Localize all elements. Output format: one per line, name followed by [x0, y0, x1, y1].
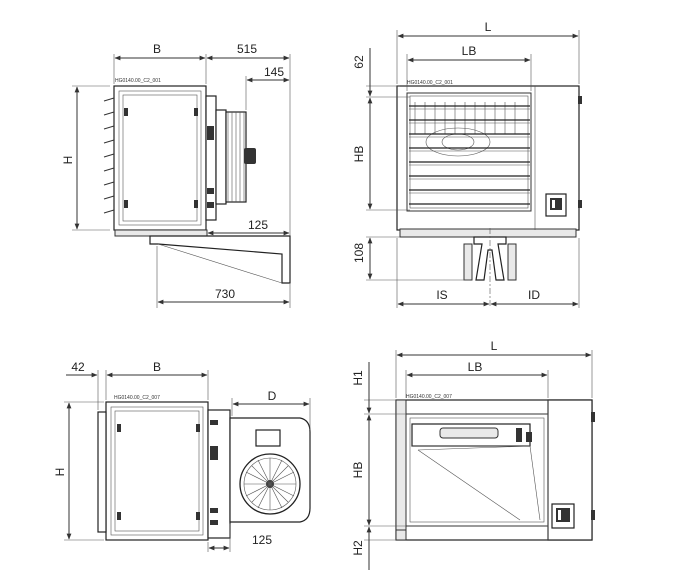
dimension-h2: H2	[351, 540, 365, 556]
centrifugal-fan-icon	[229, 417, 311, 523]
dimension-is: IS	[436, 288, 447, 302]
hinge-icon	[194, 108, 198, 116]
dimension-d: D	[268, 389, 277, 403]
dimension-l: L	[491, 339, 498, 353]
dimension-h1: H1	[351, 370, 365, 386]
cabinet-body	[105, 401, 209, 541]
dimension-145: 145	[264, 65, 284, 79]
drawing-code: HG0140.00_C2_007	[114, 395, 160, 401]
drawing-code: HG0140.00_C2_007	[406, 394, 452, 400]
dimension-730: 730	[215, 287, 235, 301]
door-latch-icon	[117, 512, 121, 520]
dimension-515: 515	[237, 42, 257, 56]
dimension-h: H	[53, 468, 67, 477]
dimension-108: 108	[352, 243, 366, 263]
fan-blade-icon	[425, 127, 491, 157]
dimension-hb: HB	[351, 462, 365, 479]
view-side-axial: HG0140.00_C2_001 B 515 145 H 125 730	[61, 42, 291, 308]
hinge-icon	[194, 200, 198, 208]
dimension-lb: LB	[462, 44, 477, 58]
dimension-b: B	[153, 42, 161, 56]
dimension-lb: LB	[468, 360, 483, 374]
dimension-125: 125	[248, 218, 268, 232]
fan-grille	[414, 102, 516, 134]
louvre-blades	[409, 105, 530, 205]
dimension-l: L	[485, 20, 492, 34]
dimension-42: 42	[71, 360, 85, 374]
dimension-b: B	[153, 360, 161, 374]
axial-fan-icon	[215, 109, 256, 205]
dimension-hb: HB	[352, 146, 366, 163]
drawing-code: HG0140.00_C2_001	[115, 78, 161, 84]
cabinet-base	[114, 229, 208, 237]
wall-bracket	[149, 235, 291, 284]
hinge-icon	[196, 424, 200, 432]
view-front-open: HG0140.00_C2_007 L LB H1 HB H2	[351, 339, 595, 570]
louvre-fins	[103, 97, 115, 214]
hinge-icon	[196, 512, 200, 520]
door-latch-icon	[124, 200, 128, 208]
burner-assembly	[411, 423, 541, 521]
dimension-125: 125	[252, 533, 272, 547]
view-front-louvre: HG0140.00_C2_001 L LB 62 HB 108 IS ID	[352, 20, 582, 308]
dimension-62: 62	[352, 55, 366, 69]
door-latch-icon	[117, 424, 121, 432]
view-side-centrifugal: HG0140.00_C2_007 42 B H D 125	[53, 360, 311, 552]
mounting-bracket	[473, 236, 507, 281]
cabinet-body	[113, 85, 207, 231]
door-latch-icon	[124, 108, 128, 116]
dimension-h: H	[61, 156, 75, 165]
drawing-code: HG0140.00_C2_001	[407, 80, 453, 86]
dimension-id: ID	[528, 288, 540, 302]
